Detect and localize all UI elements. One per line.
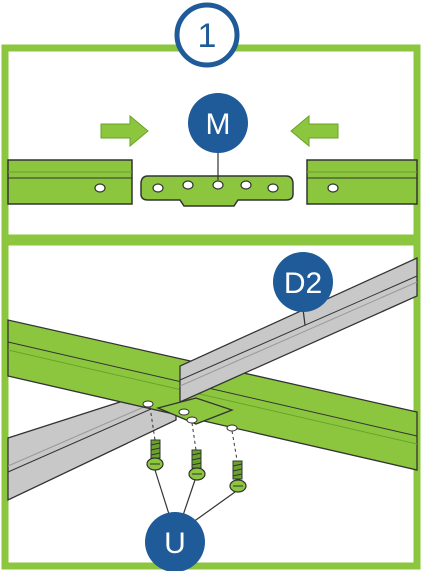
crossbar-badge: D2 — [273, 252, 333, 312]
hole-icon — [152, 183, 164, 193]
step-number: 1 — [198, 17, 217, 55]
hole-icon — [182, 180, 194, 190]
arrow-left-icon — [290, 114, 339, 148]
hole-icon — [94, 183, 106, 193]
grey-crossbar-upper — [179, 256, 418, 404]
screws-badge: U — [145, 512, 205, 571]
hole-icon — [178, 408, 190, 416]
crossbar-label: D2 — [284, 267, 322, 300]
hole-icon — [327, 183, 339, 193]
screws-label: U — [164, 527, 186, 560]
step-badge: 1 — [174, 2, 240, 68]
arrow-right-icon — [100, 114, 149, 148]
hole-icon — [240, 180, 252, 190]
screw-icon — [146, 439, 164, 471]
hole-icon — [226, 424, 238, 432]
guide-line — [231, 430, 238, 461]
screw-icon — [188, 449, 206, 481]
connector-label: M — [206, 108, 231, 141]
crossing-plate — [142, 397, 238, 432]
hole-icon — [267, 183, 279, 193]
hole-icon — [186, 416, 198, 424]
guide-line — [191, 422, 197, 451]
connector-plate — [140, 152, 294, 207]
screw-icon — [229, 460, 247, 493]
right-tube — [306, 159, 418, 205]
bottom-panel-frame — [1, 238, 421, 570]
left-tube — [7, 159, 133, 205]
hole-icon — [212, 180, 224, 190]
hole-icon — [142, 400, 154, 408]
connector-badge: M — [188, 93, 248, 153]
green-crossbar — [7, 319, 418, 471]
